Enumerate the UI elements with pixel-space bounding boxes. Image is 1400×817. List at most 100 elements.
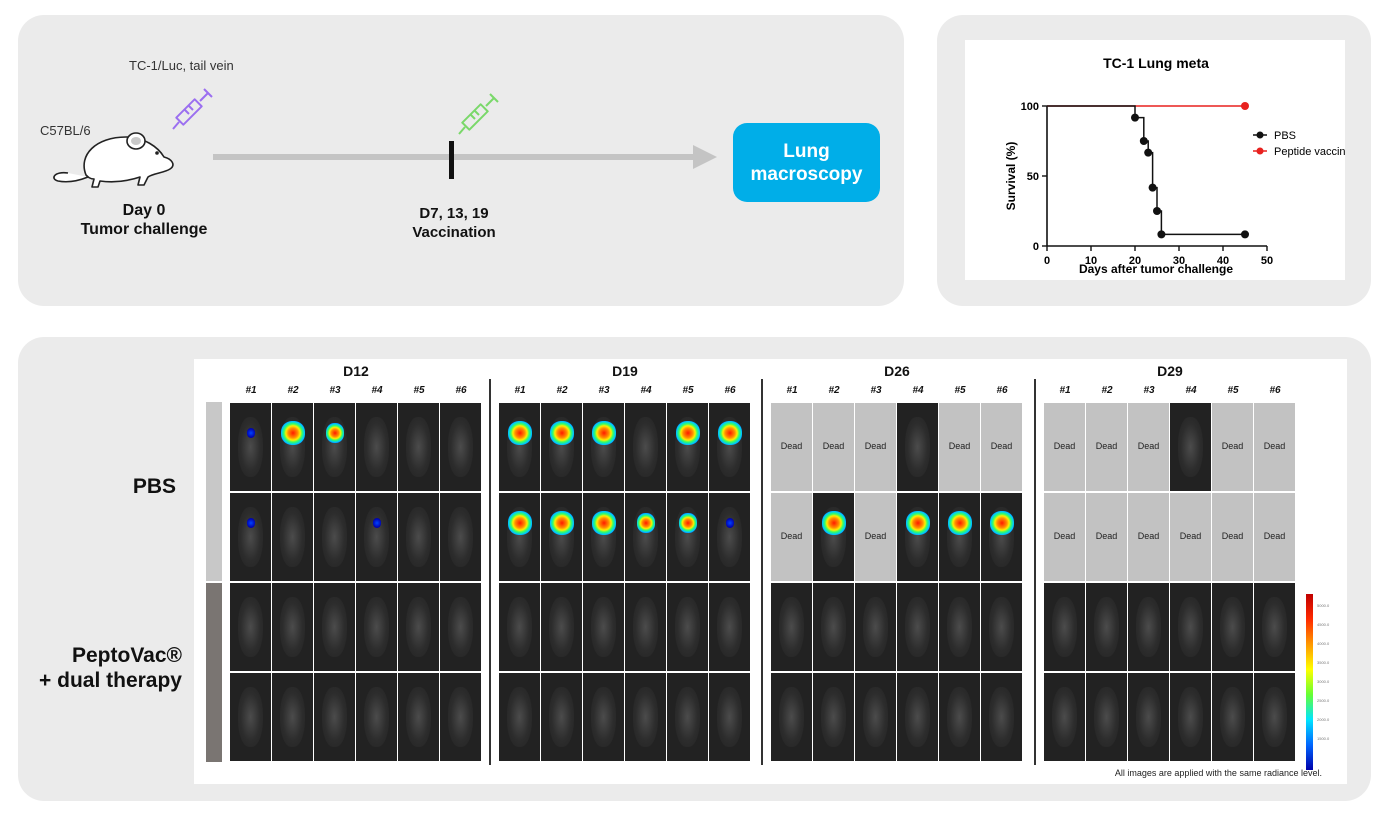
mouse-silhouette — [591, 687, 616, 747]
mouse-silhouette — [549, 687, 574, 747]
footnote: All images are applied with the same rad… — [1114, 768, 1322, 778]
day0-text: Day 0 — [122, 202, 166, 219]
pbs-group-bar — [206, 402, 222, 581]
mouse-silhouette — [406, 687, 431, 747]
mouse-image-cell — [230, 493, 271, 581]
mouse-image-cell — [499, 673, 540, 761]
dead-label: Dead — [1095, 441, 1118, 451]
dead-label: Dead — [1179, 531, 1202, 541]
mouse-silhouette — [280, 507, 305, 567]
y-tick-label: 50 — [1027, 171, 1039, 183]
colorbar-tick-label: 1500.0 — [1317, 736, 1330, 741]
mouse-image-cell — [398, 583, 439, 671]
luciferase-signal — [725, 518, 734, 528]
dead-cell: Dead — [1086, 493, 1127, 581]
luciferase-signal — [246, 428, 255, 438]
mouse-number: #3 — [329, 385, 341, 396]
dead-cell: Dead — [855, 403, 896, 491]
mouse-image-cell — [1170, 673, 1211, 761]
vacc-days-text: D7, 13, 19 — [419, 205, 489, 222]
mouse-silhouette — [448, 417, 473, 477]
mouse-image-cell — [1086, 583, 1127, 671]
mouse-image-cell — [583, 583, 624, 671]
colorbar-tick-label: 3000.0 — [1317, 679, 1330, 684]
mouse-image-cell — [1254, 583, 1295, 671]
mouse-silhouette — [821, 687, 846, 747]
mouse-image-cell — [583, 673, 624, 761]
luciferase-signal — [989, 511, 1014, 535]
dead-label: Dead — [1221, 441, 1244, 451]
luciferase-signal — [549, 421, 574, 445]
dead-label: Dead — [780, 531, 803, 541]
data-point — [1157, 230, 1166, 239]
luciferase-signal — [591, 511, 616, 535]
mouse-silhouette — [507, 597, 532, 657]
mouse-silhouette — [549, 597, 574, 657]
mouse-silhouette — [1178, 417, 1203, 477]
day-title: D19 — [612, 363, 638, 379]
mouse-image-cell — [709, 493, 750, 581]
mouse-silhouette — [1178, 687, 1203, 747]
dead-label: Dead — [1137, 531, 1160, 541]
colorbar-tick-label: 2000.0 — [1317, 717, 1330, 722]
mouse-silhouette — [1178, 597, 1203, 657]
day-title: D26 — [884, 363, 910, 379]
mouse-image-cell — [230, 403, 271, 491]
imaging-panel: PBS PeptoVac® + dual therapy D12#1#2#3#4… — [18, 337, 1371, 801]
chart-title: TC-1 Lung meta — [1103, 55, 1209, 71]
dead-label: Dead — [1263, 441, 1286, 451]
mouse-image-cell — [230, 673, 271, 761]
mouse-image-cell — [1212, 583, 1253, 671]
mouse-number: #1 — [786, 385, 798, 396]
mouse-silhouette — [905, 417, 930, 477]
dead-cell: Dead — [1044, 403, 1085, 491]
dead-label: Dead — [1053, 531, 1076, 541]
mouse-image-cell — [356, 403, 397, 491]
injection-label: TC-1/Luc, tail vein — [129, 58, 234, 73]
mouse-silhouette — [633, 687, 658, 747]
y-tick-label: 0 — [1033, 241, 1039, 253]
dead-cell: Dead — [939, 403, 980, 491]
mouse-image-cell — [1212, 673, 1253, 761]
vaccination-tick — [449, 141, 454, 179]
mouse-silhouette — [717, 507, 742, 567]
mouse-image-cell — [897, 673, 938, 761]
mouse-number: #2 — [287, 385, 299, 396]
mouse-image-cell — [272, 583, 313, 671]
mouse-image-cell — [356, 493, 397, 581]
mouse-number: #1 — [245, 385, 257, 396]
mouse-silhouette — [633, 597, 658, 657]
mouse-silhouette — [1220, 597, 1245, 657]
dead-cell: Dead — [1044, 493, 1085, 581]
mouse-silhouette — [280, 687, 305, 747]
colorbar-tick-label: 3500.0 — [1317, 660, 1330, 665]
luciferase-signal — [325, 423, 344, 443]
vacc-event-text: Vaccination — [412, 224, 496, 241]
group-vaccine-label: PeptoVac® + dual therapy — [18, 643, 182, 693]
mouse-silhouette — [717, 597, 742, 657]
mouse-image-cell — [981, 493, 1022, 581]
data-point — [1241, 230, 1249, 239]
mouse-number: #5 — [1227, 385, 1239, 396]
legend-marker — [1256, 147, 1264, 155]
mouse-silhouette — [364, 507, 389, 567]
luciferase-signal — [507, 421, 532, 445]
dead-label: Dead — [864, 441, 887, 451]
mouse-image-cell — [398, 403, 439, 491]
day-separator — [761, 379, 763, 765]
dead-label: Dead — [1263, 531, 1286, 541]
mouse-icon — [53, 132, 174, 188]
mouse-number: #3 — [598, 385, 610, 396]
day0-event-text: Tumor challenge — [80, 221, 208, 238]
legend-label: Peptide vaccine — [1274, 146, 1345, 158]
x-tick-label: 30 — [1173, 255, 1185, 267]
mouse-number: #4 — [912, 385, 924, 396]
mouse-image-cell — [1128, 673, 1169, 761]
mouse-number: #1 — [1059, 385, 1071, 396]
day0-label: Day 0 Tumor challenge — [66, 201, 222, 239]
mouse-silhouette — [1136, 597, 1161, 657]
mouse-number: #5 — [682, 385, 694, 396]
mouse-silhouette — [1052, 687, 1077, 747]
